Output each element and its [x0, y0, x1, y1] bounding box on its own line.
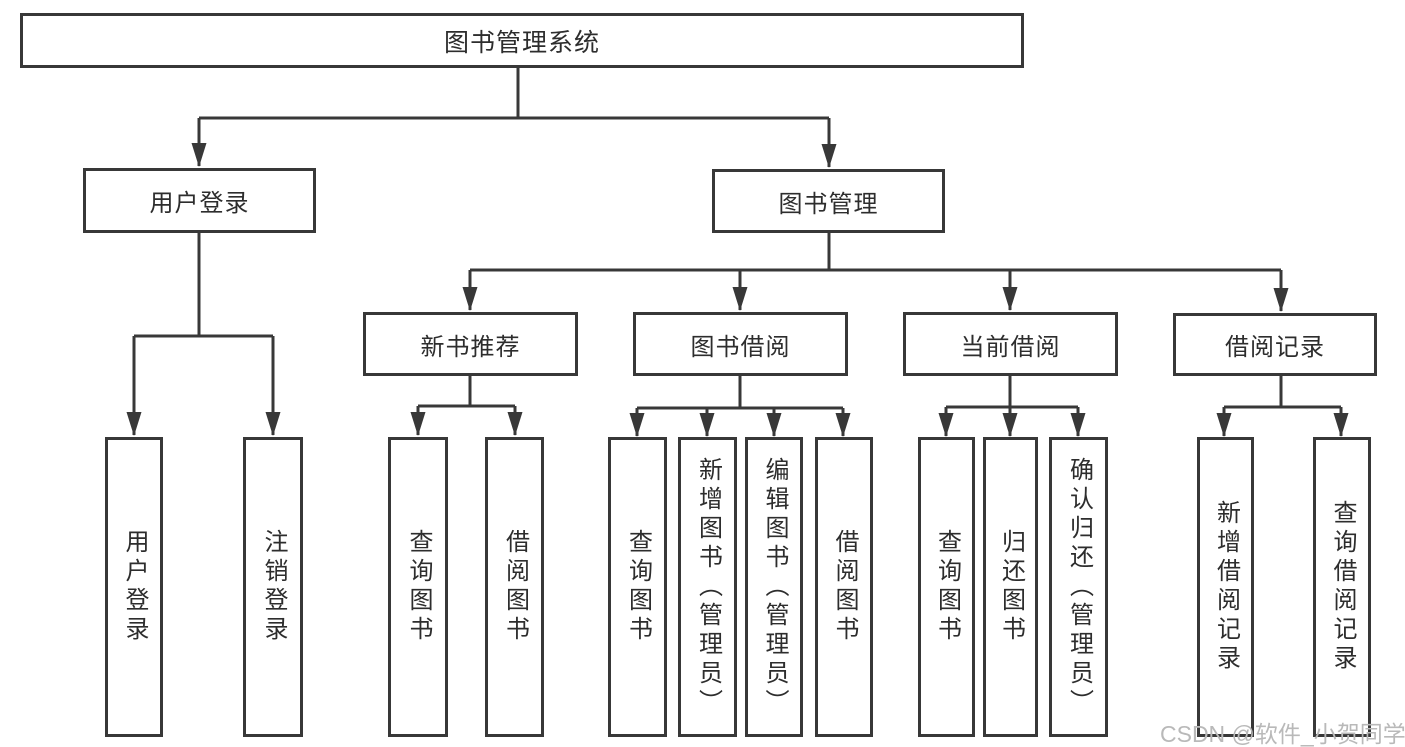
leaf-borrow-book-recommend-label: 借阅图书	[501, 529, 529, 645]
node-book-borrowing: 图书借阅	[633, 312, 848, 376]
leaf-user-login: 用户登录	[105, 437, 163, 737]
leaf-query-borrow-record-label: 查询借阅记录	[1329, 500, 1356, 674]
node-book-borrowing-label: 图书借阅	[690, 333, 791, 361]
node-book-management: 图书管理	[712, 169, 945, 233]
leaf-query-borrow-record: 查询借阅记录	[1313, 437, 1371, 737]
leaf-logout-login: 注销登录	[243, 437, 303, 737]
connector-root-to-level2	[199, 68, 829, 120]
leaf-add-book-admin-label: 新增图书（管理员）	[694, 456, 722, 718]
node-new-book-recommend: 新书推荐	[363, 312, 578, 376]
node-current-borrowing: 当前借阅	[903, 312, 1118, 376]
leaf-query-book-borrow: 查询图书	[608, 437, 667, 737]
node-current-borrowing-label: 当前借阅	[960, 333, 1061, 361]
node-user-login: 用户登录	[83, 168, 316, 233]
leaf-return-book-label: 归还图书	[997, 529, 1025, 645]
leaf-borrow-book-recommend: 借阅图书	[485, 437, 544, 737]
leaf-edit-book-admin: 编辑图书（管理员）	[745, 437, 803, 737]
connector-currentborrow-to-leaves	[946, 376, 1078, 409]
csdn-watermark: CSDN @软件_小贺同学	[1160, 721, 1405, 747]
leaf-query-book-recommend-label: 查询图书	[405, 529, 432, 645]
leaf-add-borrow-record-label: 新增借阅记录	[1212, 500, 1240, 674]
node-root-label: 图书管理系统	[443, 28, 600, 57]
connector-bookborrow-to-leaves	[637, 376, 843, 410]
leaf-add-borrow-record: 新增借阅记录	[1197, 437, 1254, 737]
node-root: 图书管理系统	[20, 13, 1024, 68]
leaf-add-book-admin: 新增图书（管理员）	[678, 437, 737, 737]
node-borrowing-records: 借阅记录	[1173, 313, 1377, 376]
leaf-logout-login-label: 注销登录	[260, 529, 287, 645]
leaf-query-book-current: 查询图书	[918, 437, 975, 737]
node-new-book-recommend-label: 新书推荐	[420, 333, 521, 361]
leaf-confirm-return-admin: 确认归还（管理员）	[1049, 437, 1108, 737]
node-book-management-label: 图书管理	[778, 190, 879, 218]
leaf-user-login-label: 用户登录	[121, 529, 148, 645]
connector-newbook-to-leaves	[418, 376, 515, 408]
leaf-query-book-borrow-label: 查询图书	[624, 529, 652, 645]
leaf-query-book-recommend: 查询图书	[388, 437, 448, 737]
leaf-query-book-current-label: 查询图书	[933, 529, 961, 645]
leaf-return-book: 归还图书	[983, 437, 1038, 737]
node-user-login-label: 用户登录	[149, 190, 250, 217]
connector-bookmgmt-to-level3	[470, 233, 1281, 272]
leaf-edit-book-admin-label: 编辑图书（管理员）	[761, 456, 788, 718]
leaf-borrow-book-label: 借阅图书	[831, 529, 858, 645]
leaf-borrow-book: 借阅图书	[815, 437, 873, 737]
connector-userlogin-to-leaves	[134, 233, 273, 338]
node-borrowing-records-label: 借阅记录	[1225, 334, 1325, 361]
connector-records-to-leaves	[1224, 376, 1341, 409]
leaf-confirm-return-admin-label: 确认归还（管理员）	[1065, 456, 1093, 718]
